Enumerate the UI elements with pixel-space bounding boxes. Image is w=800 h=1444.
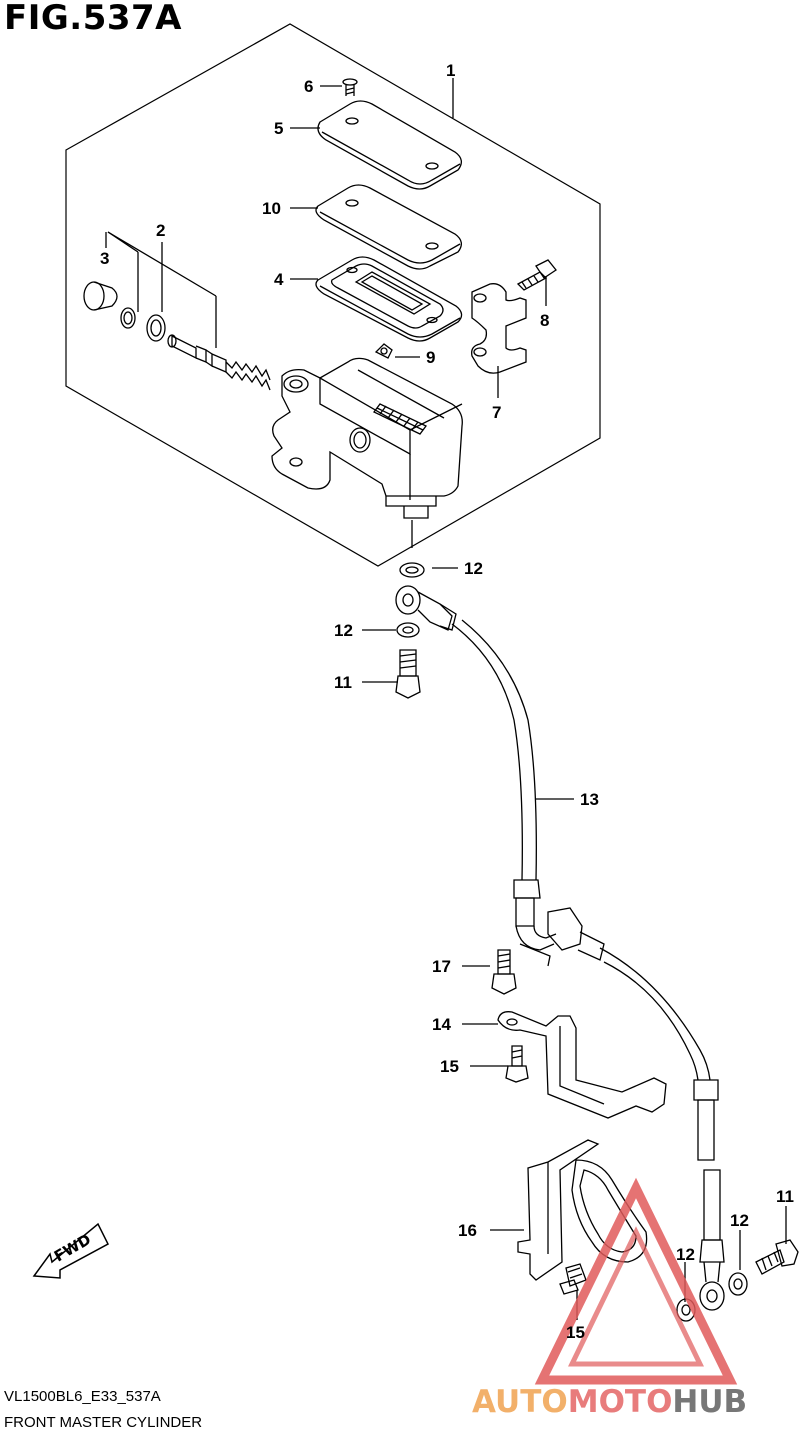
fwd-direction-badge: FWD bbox=[32, 1222, 109, 1279]
svg-text:AUTOMOTOHUB: AUTOMOTOHUB bbox=[472, 1384, 747, 1420]
watermark-hub: HUB bbox=[672, 1384, 747, 1420]
diaphragm-plate-10 bbox=[315, 184, 462, 270]
reservoir-cap-5 bbox=[317, 100, 462, 190]
callout-3: 3 bbox=[100, 249, 109, 268]
figure-title: FIG.537A bbox=[4, 0, 182, 38]
callout-2: 2 bbox=[156, 221, 165, 240]
clip-9 bbox=[374, 343, 393, 359]
callout-12a: 12 bbox=[464, 559, 483, 578]
circlip-2 bbox=[120, 307, 136, 329]
callout-6: 6 bbox=[304, 77, 313, 96]
bracket-14 bbox=[497, 1011, 667, 1119]
callout-15a: 15 bbox=[440, 1057, 459, 1076]
clamp-bolt-8 bbox=[516, 259, 557, 291]
diaphragm-4 bbox=[315, 256, 463, 342]
callout-12c: 12 bbox=[676, 1245, 695, 1264]
callout-12b: 12 bbox=[334, 621, 353, 640]
callout-10: 10 bbox=[262, 199, 281, 218]
callout-11b: 11 bbox=[776, 1187, 794, 1206]
callout-12d: 12 bbox=[730, 1211, 749, 1230]
watermark-logo: AUTOMOTOHUB bbox=[472, 1177, 747, 1420]
watermark-moto: MOTO bbox=[568, 1384, 673, 1420]
callout-11a: 11 bbox=[334, 673, 352, 692]
callout-1: 1 bbox=[446, 61, 455, 80]
figure-name: FRONT MASTER CYLINDER bbox=[4, 1414, 203, 1431]
callout-17: 17 bbox=[432, 957, 451, 976]
bolt-17 bbox=[491, 943, 551, 995]
callout-13: 13 bbox=[580, 790, 599, 809]
washer-12b bbox=[396, 622, 420, 638]
assembly-outline bbox=[65, 23, 601, 567]
banjo-bolt-11b bbox=[755, 1239, 799, 1275]
callout-14: 14 bbox=[432, 1015, 451, 1034]
callout-7: 7 bbox=[492, 403, 501, 422]
banjo-fitting-top bbox=[395, 585, 457, 631]
bracket-16 bbox=[517, 1139, 648, 1281]
model-code: VL1500BL6_E33_537A bbox=[4, 1388, 161, 1405]
bolt-15a bbox=[505, 1045, 529, 1083]
clamp-7 bbox=[471, 283, 527, 374]
callout-4: 4 bbox=[274, 270, 284, 289]
piston-spring-2 bbox=[167, 334, 271, 391]
washer-12a bbox=[399, 562, 425, 578]
callout-15b: 15 bbox=[566, 1323, 585, 1342]
master-cylinder-body bbox=[271, 357, 463, 519]
callout-16: 16 bbox=[458, 1221, 477, 1240]
washer-12d bbox=[728, 1272, 748, 1296]
banjo-bolt-11a bbox=[395, 649, 421, 699]
piston-boot-3 bbox=[83, 281, 118, 311]
brake-hose-13 bbox=[451, 619, 725, 1311]
screw-6 bbox=[342, 78, 358, 96]
washer-2 bbox=[146, 314, 166, 342]
callout-8: 8 bbox=[540, 311, 549, 330]
callout-labels: 1 2 3 4 5 6 7 8 9 10 11 11 12 12 12 12 1… bbox=[100, 61, 794, 1342]
watermark-auto: AUTO bbox=[472, 1384, 568, 1420]
callout-9: 9 bbox=[426, 348, 435, 367]
callout-5: 5 bbox=[274, 119, 283, 138]
